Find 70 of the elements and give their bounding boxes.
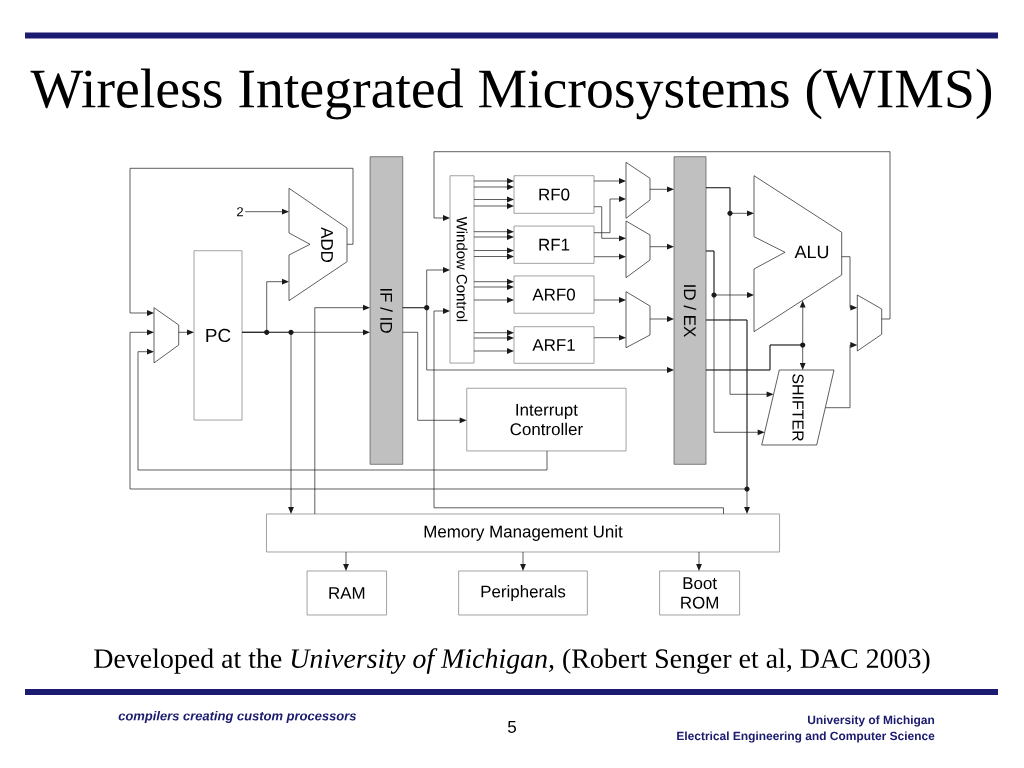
multiplexer (856, 294, 883, 352)
arrow (314, 304, 370, 515)
arrow (402, 307, 674, 373)
constant-label: 2 (237, 207, 243, 217)
multiplexer (625, 220, 651, 279)
pipeline-register-bar: ID / EX (673, 156, 707, 465)
arrow (473, 329, 514, 336)
adder-block: ADD (288, 187, 348, 302)
arrow (473, 348, 514, 354)
peripherals-box: Peripherals (458, 570, 588, 616)
arrow (473, 297, 514, 303)
alu-block: ALU (753, 175, 843, 333)
arrow (825, 342, 858, 409)
footer-text: University of Michigan (808, 715, 935, 727)
memory-box: Boot ROM (659, 570, 740, 616)
arrow (244, 208, 289, 215)
arrow (178, 329, 194, 336)
register-file-box: RF0 (513, 175, 595, 214)
memory-box: RAM (306, 570, 387, 616)
arrow (649, 186, 674, 193)
arrow (137, 348, 548, 471)
arrow (402, 331, 467, 424)
arrow (593, 178, 626, 184)
arrow (473, 278, 514, 285)
arrow (129, 167, 354, 316)
arrow (473, 203, 514, 209)
arrow (705, 319, 750, 514)
arrow (473, 196, 514, 203)
control-box: Window Control (449, 175, 475, 364)
register-file-box: RF1 (513, 225, 595, 264)
arrow (241, 331, 294, 514)
arrow (696, 551, 702, 571)
pipeline-register-bar: IF / ID (369, 156, 404, 465)
arrow (705, 344, 806, 371)
arrow (473, 247, 514, 254)
tagline-text: compilers creating custom processors (118, 710, 356, 724)
arrow (473, 284, 514, 290)
arrow (593, 334, 626, 341)
arrow (593, 196, 626, 234)
arrow (593, 297, 626, 303)
title: Wireless Integrated Microsystems (WIMS) (30, 68, 992, 120)
controller-box: Interrupt Controller (466, 387, 627, 452)
caption: Developed at the University of Michigan, (Robert Senger et al, DAC 2003) (94, 648, 930, 674)
arrow (593, 253, 626, 260)
arrow (473, 335, 514, 341)
arrow (705, 187, 774, 398)
arrow (593, 206, 626, 242)
arrow (473, 178, 514, 184)
arrow (473, 228, 514, 235)
arrow (649, 243, 674, 250)
arrow (649, 316, 674, 322)
arrow (520, 551, 526, 571)
register-box: PC (193, 250, 243, 421)
multiplexer (625, 161, 651, 219)
arrow (705, 250, 765, 436)
page-number: 5 (507, 721, 516, 733)
arrow (433, 308, 724, 515)
footer-text: Electrical Engineering and Computer Science (677, 731, 935, 743)
multiplexer (625, 291, 651, 349)
register-file-box: ARF1 (513, 326, 595, 364)
memory-unit-box: Memory Management Unit (266, 513, 780, 553)
arrow (473, 234, 514, 240)
arrow (433, 151, 891, 320)
register-file-box: ARF0 (513, 275, 595, 314)
arrow (841, 256, 858, 311)
arrow (343, 551, 349, 571)
shifter-block: SHIFTER (761, 369, 835, 446)
arrow (473, 253, 514, 260)
multiplexer (153, 307, 180, 364)
arrow (473, 184, 514, 190)
